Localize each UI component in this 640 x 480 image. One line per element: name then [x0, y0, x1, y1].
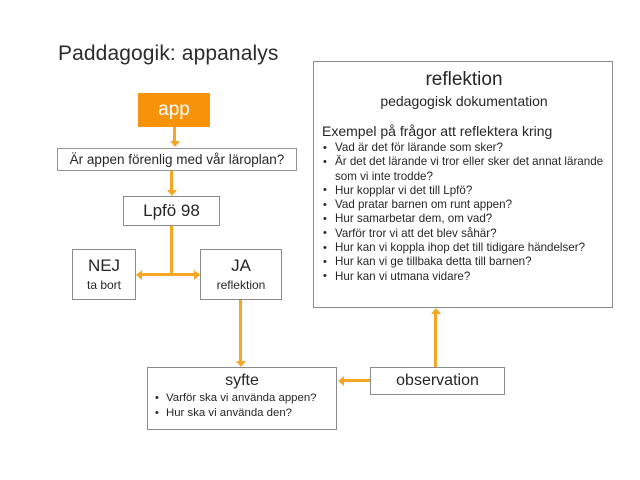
node-ja[interactable]: JA reflektion [200, 249, 282, 300]
connector-ja-to-syfte [239, 300, 242, 361]
connector-split-bar [142, 273, 199, 276]
list-item: Vad är det för lärande som sker? [320, 140, 608, 155]
arrowhead-to-nej [136, 269, 142, 280]
arrowhead-observation-to-reflektion [430, 308, 441, 314]
node-ja-title: JA [231, 256, 251, 275]
node-reflektion-title: reflektion [425, 69, 503, 90]
node-reflektion-bullet-list: Vad är det för lärande som sker?Är det d… [320, 140, 608, 284]
node-observation[interactable]: observation [370, 367, 505, 395]
list-item: Vad pratar barnen om runt appen? [320, 198, 608, 213]
node-app[interactable]: app [138, 93, 210, 127]
page-title: Paddagogik: appanalys [58, 42, 279, 65]
connector-app-to-question [173, 127, 176, 142]
list-item: Hur samarbetar dem, om vad? [320, 212, 608, 227]
arrowhead-question-to-lpfo [166, 190, 177, 196]
list-item: Hur kan vi utmana vidare? [320, 269, 608, 284]
list-item: Hur kan vi ge tillbaka detta till barnen… [320, 255, 608, 270]
node-ja-subtitle: reflektion [216, 278, 266, 292]
node-nej-subtitle: ta bort [86, 278, 122, 292]
arrowhead-app-to-question [169, 141, 180, 147]
node-reflektion-lead: Exempel på frågor att reflektera kring [322, 123, 553, 139]
arrowhead-ja-to-syfte [235, 361, 246, 367]
list-item: Varför tror vi att det blev såhär? [320, 226, 608, 241]
node-lpfo-label: Lpfö 98 [143, 201, 200, 220]
node-nej[interactable]: NEJ ta bort [72, 249, 136, 300]
list-item: Hur kan vi koppla ihop det till tidigare… [320, 241, 608, 256]
node-nej-title: NEJ [87, 256, 121, 275]
node-question[interactable]: Är appen förenlig med vår läroplan? [57, 148, 297, 171]
list-item: Är det det lärande vi tror eller sker de… [320, 155, 608, 184]
list-item: Hur ska vi använda den? [148, 406, 336, 421]
connector-question-to-lpfo [170, 171, 173, 190]
connector-observation-to-syfte [344, 379, 371, 382]
list-item: Hur kopplar vi det till Lpfö? [320, 183, 608, 198]
list-item: Varför ska vi använda appen? [148, 391, 336, 406]
node-app-label: app [158, 99, 190, 120]
node-question-label: Är appen förenlig med vår läroplan? [69, 152, 285, 167]
node-reflektion-subtitle: pedagogisk dokumentation [380, 93, 548, 109]
node-syfte[interactable]: syfte Varför ska vi använda appen?Hur sk… [147, 367, 337, 430]
node-syfte-bullet-list: Varför ska vi använda appen?Hur ska vi a… [148, 391, 336, 421]
arrowhead-observation-to-syfte [338, 375, 344, 386]
connector-observation-to-reflektion [434, 314, 437, 367]
node-reflektion[interactable]: reflektion pedagogisk dokumentation Exem… [313, 61, 613, 308]
node-observation-label: observation [396, 372, 479, 389]
node-syfte-title: syfte [225, 372, 259, 389]
connector-lpfo-stem [170, 226, 173, 276]
arrowhead-to-ja [194, 269, 200, 280]
node-lpfo[interactable]: Lpfö 98 [123, 196, 220, 226]
